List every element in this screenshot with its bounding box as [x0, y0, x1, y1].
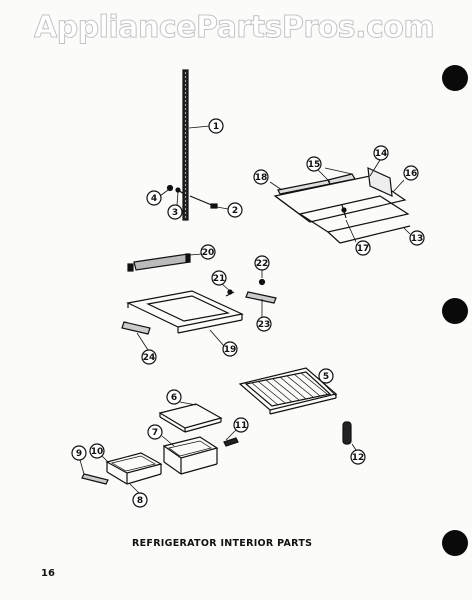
binder-hole-middle: [442, 298, 468, 324]
callout-numbers: 1 2 3 4 5 6 7 8 9 10 11 12 13 14 15 16 1…: [76, 122, 423, 506]
part-shelf-rail: [121, 321, 151, 335]
binder-hole-top: [442, 65, 468, 91]
callout-5: 5: [323, 372, 329, 382]
callout-14: 14: [375, 149, 388, 159]
part-wire-shelf: [238, 367, 338, 415]
callout-15: 15: [308, 160, 321, 170]
diagram-caption: REFRIGERATOR INTERIOR PARTS: [132, 538, 313, 549]
callout-23: 23: [258, 320, 271, 330]
part-crisper-cover: [158, 403, 223, 433]
part-crisper-cover-bar: [127, 253, 191, 272]
callout-2: 2: [232, 206, 238, 216]
callout-9: 9: [76, 449, 82, 459]
callout-circles: [71, 118, 425, 508]
part-small-drawer: [105, 452, 163, 485]
callout-7: 7: [152, 428, 158, 438]
callout-6: 6: [171, 393, 177, 403]
leader-lines: [79, 125, 411, 495]
callout-10: 10: [91, 447, 104, 457]
part-spacer-cylinder: [342, 421, 352, 445]
callout-22: 22: [256, 259, 269, 269]
callout-4: 4: [151, 194, 157, 204]
binder-hole-bottom: [442, 530, 468, 556]
callout-8: 8: [137, 496, 143, 506]
callout-3: 3: [172, 208, 178, 218]
callout-19: 19: [224, 345, 237, 355]
callout-18: 18: [255, 173, 268, 183]
watermark: AppliancePartsPros.com: [33, 10, 435, 46]
part-vertical-rail: [182, 69, 189, 221]
callout-20: 20: [202, 248, 215, 258]
part-middle-shelf: [126, 290, 244, 334]
callout-11: 11: [235, 421, 248, 431]
part-pin: [223, 437, 239, 447]
callout-24: 24: [143, 353, 156, 363]
callout-17: 17: [357, 244, 370, 254]
part-drawer-rail: [81, 473, 109, 485]
callout-21: 21: [213, 274, 226, 284]
callout-1: 1: [213, 122, 219, 132]
part-crisper-drawer: [162, 436, 219, 475]
callout-12: 12: [352, 453, 365, 463]
part-upper-shelf-assembly: [273, 167, 411, 244]
part-side-rail: [225, 278, 277, 304]
callout-16: 16: [405, 169, 418, 179]
callout-13: 13: [411, 234, 424, 244]
page-number: 16: [41, 568, 55, 579]
